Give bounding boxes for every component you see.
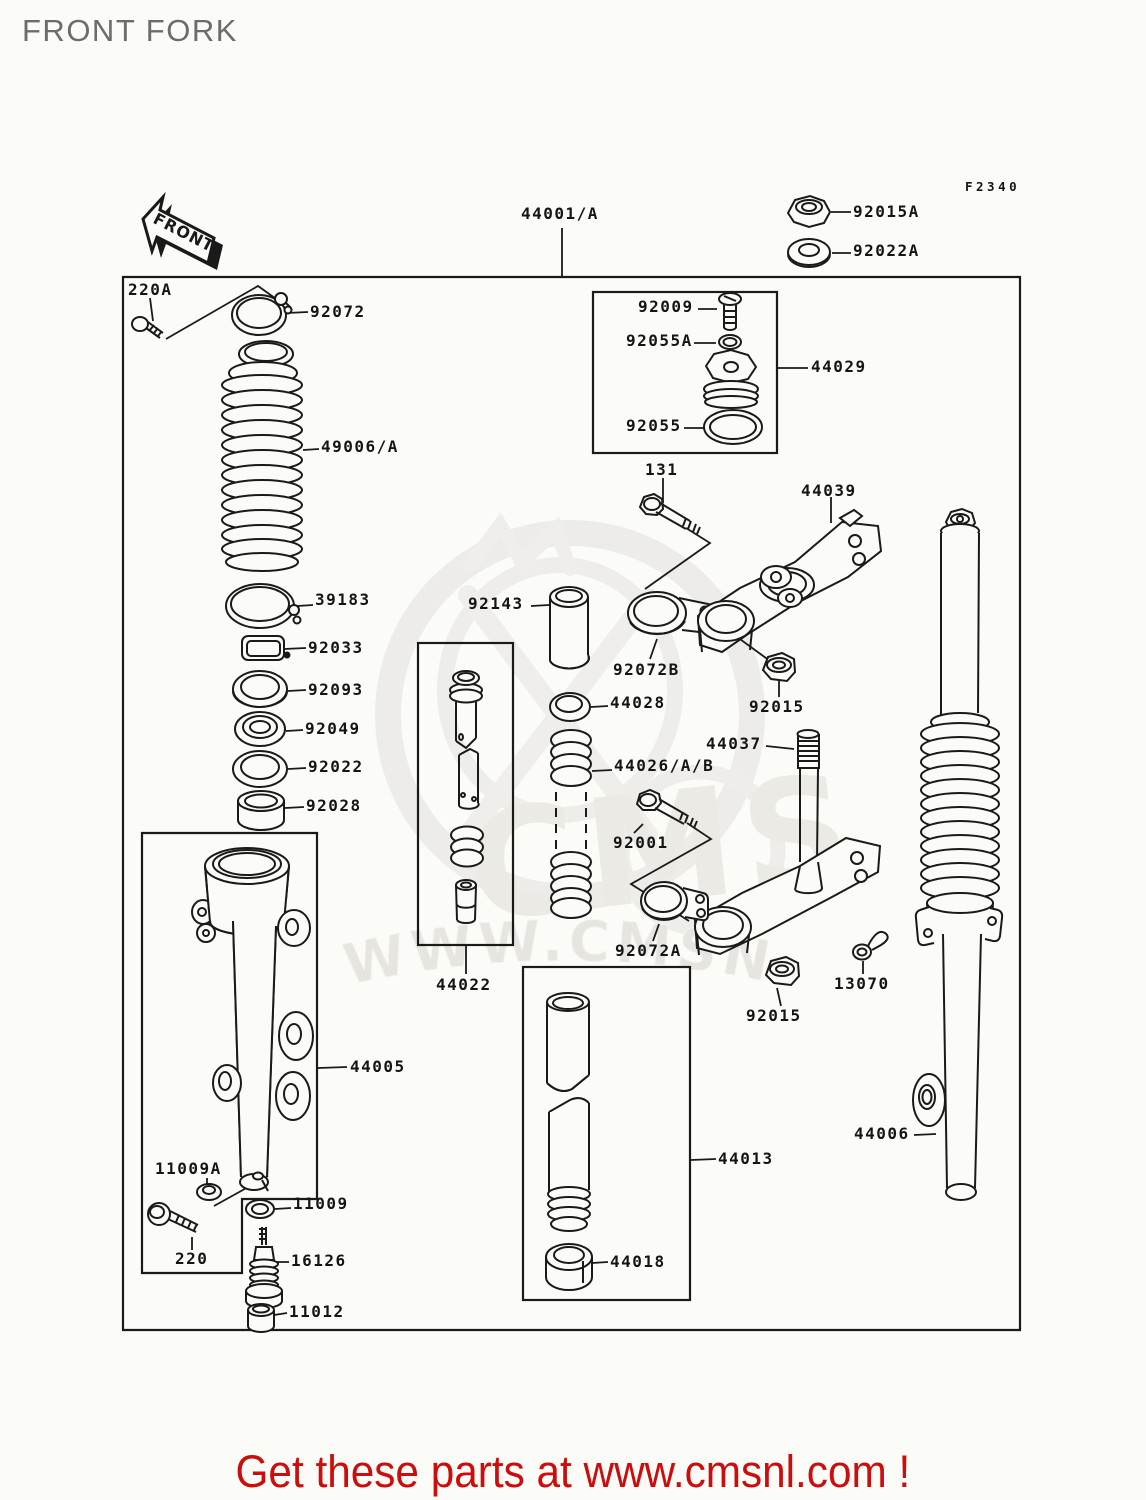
part-label-92093: 92093 bbox=[308, 680, 364, 699]
part-drawing-44013-tube bbox=[546, 992, 591, 1232]
leader-lines bbox=[149, 211, 937, 1316]
part-drawing-92093-seal bbox=[232, 670, 288, 708]
part-label-92072a: 92072A bbox=[615, 941, 682, 960]
part-drawing-92015a-nut bbox=[786, 194, 832, 229]
part-label-92015-lower: 92015 bbox=[746, 1006, 802, 1025]
part-drawing-92015-upper-nut bbox=[761, 651, 797, 683]
part-label-92143: 92143 bbox=[468, 594, 524, 613]
part-drawing-44026-spring bbox=[550, 729, 592, 919]
part-drawing-92015-lower-nut bbox=[764, 955, 801, 987]
footer-banner: Get these parts at www.cmsnl.com ! bbox=[0, 1446, 1146, 1498]
part-label-92072b: 92072B bbox=[613, 660, 680, 679]
part-label-49006a: 49006/A bbox=[321, 437, 399, 456]
part-label-44005: 44005 bbox=[350, 1057, 406, 1076]
part-drawing-44005-outer-tube bbox=[191, 847, 314, 1192]
part-drawing-92022a-washer bbox=[787, 238, 831, 268]
part-drawing-220a-screw bbox=[131, 316, 164, 339]
part-drawing-92028-bushing bbox=[237, 790, 285, 831]
part-drawing-44029-cap bbox=[703, 348, 759, 409]
part-label-44029: 44029 bbox=[811, 357, 867, 376]
part-drawing-92033-clip bbox=[241, 635, 291, 661]
part-drawing-92072a-clamp bbox=[640, 881, 709, 922]
part-drawing-49006a-boot bbox=[221, 340, 303, 572]
part-drawing-220-screw bbox=[147, 1202, 199, 1233]
part-drawing-92143-bushing bbox=[549, 586, 590, 670]
part-label-11009: 11009 bbox=[293, 1194, 349, 1213]
part-drawing-92055-oring bbox=[703, 409, 763, 445]
fiche-code: F2340 bbox=[965, 179, 1021, 194]
part-drawing-13070-clip bbox=[852, 930, 889, 961]
part-label-92055: 92055 bbox=[626, 416, 682, 435]
part-label-44013: 44013 bbox=[718, 1149, 774, 1168]
part-label-92033: 92033 bbox=[308, 638, 364, 657]
part-drawing-44018-guide bbox=[545, 1243, 593, 1291]
part-drawing-44006-fork bbox=[912, 507, 1004, 1201]
part-drawing-131-bolt bbox=[638, 492, 701, 535]
part-label-44026ab: 44026/A/B bbox=[614, 756, 715, 775]
part-label-11012: 11012 bbox=[289, 1302, 345, 1321]
part-label-131: 131 bbox=[645, 460, 679, 479]
front-arrow-logo: FRONT bbox=[141, 191, 223, 270]
part-drawing-39183-ring bbox=[225, 583, 302, 629]
part-label-92001: 92001 bbox=[613, 833, 669, 852]
part-drawing-44039-bridge bbox=[696, 508, 883, 654]
part-label-44018: 44018 bbox=[610, 1252, 666, 1271]
part-label-16126: 16126 bbox=[291, 1251, 347, 1270]
part-label-92028: 92028 bbox=[306, 796, 362, 815]
part-drawing-44028-seal bbox=[549, 692, 591, 722]
part-label-92022: 92022 bbox=[308, 757, 364, 776]
part-label-44001a: 44001/A bbox=[521, 204, 599, 223]
part-label-220: 220 bbox=[175, 1249, 209, 1268]
part-label-92009: 92009 bbox=[638, 297, 694, 316]
page-title: FRONT FORK bbox=[22, 13, 238, 48]
part-drawing-92055a-oring bbox=[718, 334, 742, 350]
part-drawing-44037-stem bbox=[693, 729, 882, 956]
part-drawing-16126-valve bbox=[245, 1227, 283, 1309]
part-label-39183: 39183 bbox=[315, 590, 371, 609]
part-drawing-44022-damper bbox=[449, 670, 484, 925]
cms-watermark: CMS WWW.CMSNL.COM bbox=[0, 0, 867, 999]
part-label-92022a: 92022A bbox=[853, 241, 920, 260]
part-label-44022: 44022 bbox=[436, 975, 492, 994]
part-label-13070: 13070 bbox=[834, 974, 890, 993]
part-label-92055a: 92055A bbox=[626, 331, 693, 350]
part-drawing-92009-screw bbox=[718, 292, 742, 331]
part-label-92072: 92072 bbox=[310, 302, 366, 321]
part-label-92015a: 92015A bbox=[853, 202, 920, 221]
footer-text: Get these parts at www.cmsnl.com ! bbox=[235, 1446, 911, 1497]
part-label-11009a: 11009A bbox=[155, 1159, 222, 1178]
part-label-44028: 44028 bbox=[610, 693, 666, 712]
part-drawing-11012-cap bbox=[247, 1303, 275, 1333]
part-drawing-92022-washer bbox=[232, 750, 288, 788]
part-drawing-11009a-washer bbox=[196, 1183, 222, 1201]
part-label-92015-upper: 92015 bbox=[749, 697, 805, 716]
part-label-92049: 92049 bbox=[305, 719, 361, 738]
part-drawing-92072-clamp bbox=[231, 292, 293, 336]
part-drawing-11009-oring bbox=[245, 1199, 275, 1219]
frame-boxes bbox=[121, 275, 1022, 1332]
part-label-44006: 44006 bbox=[854, 1124, 910, 1143]
part-drawing-92049-seal bbox=[234, 711, 286, 747]
part-label-220a: 220A bbox=[128, 280, 173, 299]
part-label-44039: 44039 bbox=[801, 481, 857, 500]
part-label-44037: 44037 bbox=[706, 734, 762, 753]
part-drawing-92001-bolt bbox=[635, 788, 698, 829]
